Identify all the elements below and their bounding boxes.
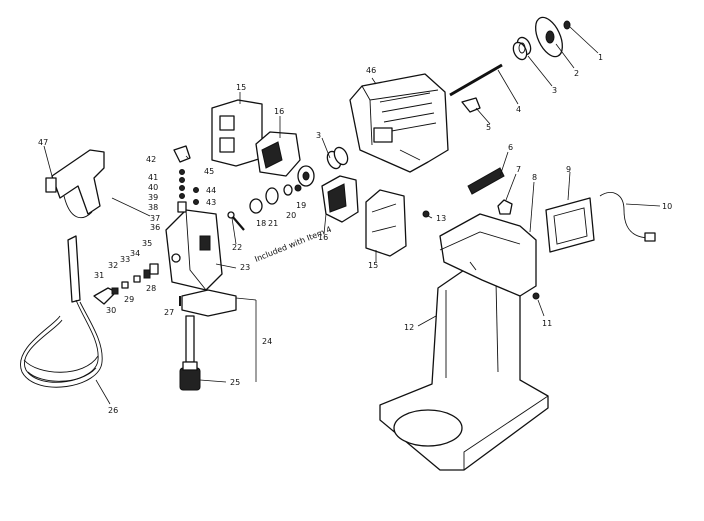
callout-32: 32	[108, 261, 118, 270]
valve-stack-part	[173, 145, 199, 213]
cam-washer-part	[249, 165, 315, 214]
callout-6: 6	[508, 143, 513, 152]
hose-part	[20, 235, 103, 388]
callout-8: 8	[532, 173, 537, 182]
callout-47: 47	[38, 138, 48, 147]
fittings-chain-part	[93, 263, 159, 305]
motor-housing-part	[349, 73, 449, 173]
frame-arm-part	[439, 213, 537, 297]
callout-42: 42	[146, 155, 156, 164]
callout-3: 3	[552, 86, 557, 95]
callout-15-mid: 15	[368, 261, 378, 270]
coil-assembly-part	[255, 131, 301, 177]
callout-labels: 1 2 3 3 4 5 6 7 8 9 10 11 12 13 15 15 16…	[38, 53, 672, 415]
spray-gun-part	[45, 149, 105, 219]
callout-28: 28	[146, 284, 156, 293]
stand-base-part	[379, 261, 549, 471]
callout-2: 2	[574, 69, 579, 78]
callout-3-mid: 3	[316, 131, 321, 140]
power-cord-part	[599, 192, 656, 242]
drive-shaft-part	[449, 63, 503, 97]
callout-16: 16	[274, 107, 284, 116]
callout-13: 13	[436, 214, 446, 223]
callout-27: 27	[164, 308, 174, 317]
callout-45: 45	[204, 167, 214, 176]
callout-23: 23	[240, 263, 250, 272]
callout-46: 46	[366, 66, 376, 75]
callout-12: 12	[404, 323, 414, 332]
callout-5: 5	[486, 123, 491, 132]
mid-bearing-part	[326, 146, 349, 170]
filter-strip-part	[467, 167, 505, 195]
callout-18: 18	[256, 219, 266, 228]
callout-36: 36	[150, 223, 160, 232]
callout-19: 19	[296, 201, 306, 210]
callout-25: 25	[230, 378, 240, 387]
callout-30: 30	[106, 306, 116, 315]
callout-20: 20	[286, 211, 296, 220]
callout-11: 11	[542, 319, 552, 328]
fan-blade-part	[535, 16, 563, 58]
callout-37: 37	[150, 214, 160, 223]
callout-7: 7	[516, 165, 521, 174]
nut-part	[563, 20, 571, 30]
callout-21: 21	[268, 219, 278, 228]
callout-16-mid: 16	[318, 233, 328, 242]
callout-26: 26	[108, 406, 118, 415]
callout-40: 40	[148, 183, 158, 192]
pin-part	[227, 211, 245, 231]
callout-39: 39	[148, 193, 158, 202]
callout-22: 22	[232, 243, 242, 252]
mount-bracket-part	[365, 189, 407, 257]
callout-1: 1	[598, 53, 603, 62]
fitting-part	[497, 199, 513, 215]
coil-block-part	[321, 175, 359, 223]
bearing-part	[512, 36, 532, 61]
callout-34: 34	[130, 249, 140, 258]
included-note: Included with Item 4	[253, 225, 333, 264]
callout-38: 38	[148, 203, 158, 212]
callout-10: 10	[662, 202, 672, 211]
piston-rod-part	[181, 289, 237, 363]
callout-41: 41	[148, 173, 158, 182]
bracket-part	[461, 97, 481, 113]
screw-small-part	[422, 210, 540, 300]
callout-31: 31	[94, 271, 104, 280]
valve-cup-part	[179, 361, 201, 391]
housing-block-part	[211, 99, 263, 167]
callout-4: 4	[516, 105, 521, 114]
cover-plate-part	[545, 197, 595, 253]
leader-lines	[43, 26, 661, 405]
callout-35: 35	[142, 239, 152, 248]
callout-24: 24	[262, 337, 272, 346]
callout-43: 43	[206, 198, 216, 207]
callout-15: 15	[236, 83, 246, 92]
callout-29: 29	[124, 295, 134, 304]
callout-9: 9	[566, 165, 571, 174]
callout-33: 33	[120, 255, 130, 264]
callout-44: 44	[206, 186, 216, 195]
pump-block-part	[165, 209, 223, 291]
